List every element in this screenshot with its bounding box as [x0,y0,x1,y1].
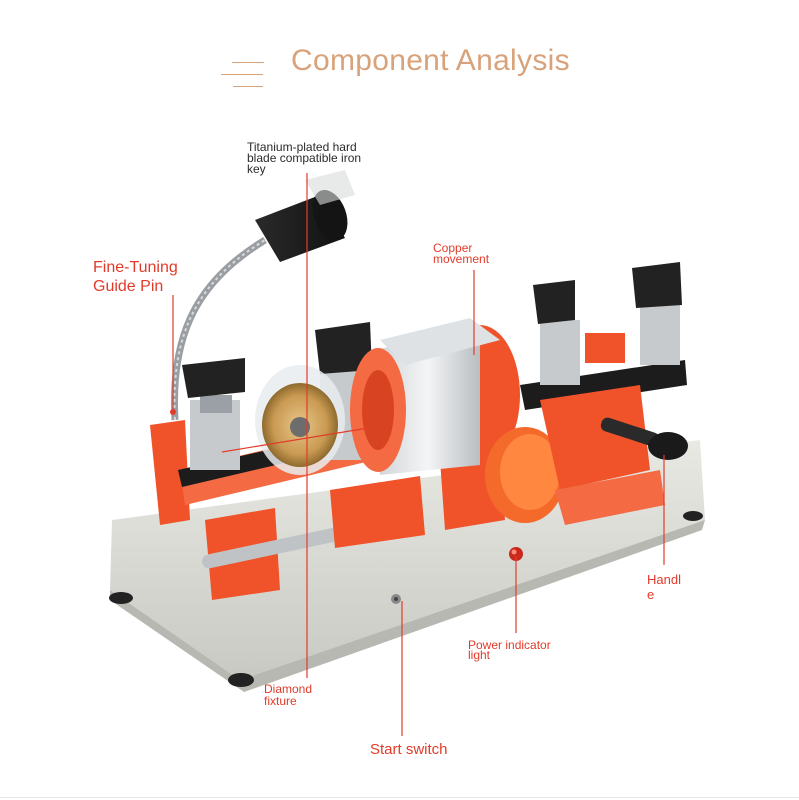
title-decoration-line [233,86,263,87]
handle [600,417,688,460]
power-indicator-light [509,547,523,561]
diamond-fixture-label: Diamond fixture [264,682,313,708]
fixture-callout-line [221,427,369,453]
title-decoration-line [232,62,264,63]
start-switch [391,594,401,604]
start-switch-label: Start switch [370,741,448,758]
header: Component Analysis [0,0,799,110]
right-vise [520,262,687,525]
page-title: Component Analysis [291,44,570,77]
handle-label: Handl e [647,572,681,602]
copper-movement-motor [350,318,520,475]
lamp [170,170,355,421]
callout-lines [172,173,665,736]
guide-pin-label: Fine-Tuning Guide Pin [93,259,178,295]
adjustment-dial [485,427,565,523]
cutter-blade [255,365,345,475]
power-indicator-label: Power indicator light [468,638,551,662]
copper-movement-label: Copper movement [433,241,490,266]
title-decoration-line [221,74,263,75]
bottom-divider [0,797,799,798]
blade-label: Titanium-plated hard blade compatible ir… [247,140,362,176]
